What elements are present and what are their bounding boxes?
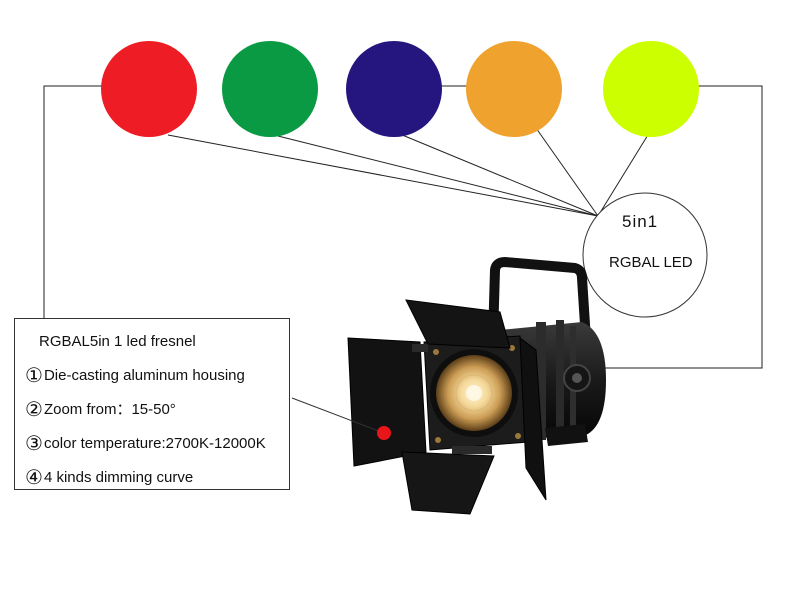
convergence-lines: [167, 127, 652, 217]
spec-item-dimming-curve: ④4 kinds dimming curve: [25, 465, 193, 490]
color-circle-lime: [603, 41, 699, 137]
spec-item-number: ②: [25, 399, 43, 421]
color-circle-amber: [466, 41, 562, 137]
left-connector-line: [43, 85, 102, 318]
spec-item-text: Die-casting aluminum housing: [43, 367, 245, 384]
spec-item-text: Zoom from：15-50°: [43, 401, 176, 418]
spec-item-number: ①: [25, 365, 43, 387]
fresnel-spotlight-image: [347, 257, 606, 515]
spec-item-text: 4 kinds dimming curve: [43, 469, 194, 486]
spec-item-number: ③: [25, 433, 43, 455]
spec-item-housing: ①Die-casting aluminum housing: [25, 363, 245, 388]
color-circle-green: [222, 41, 318, 137]
spec-item-color-temperature: ③color temperature:2700K-12000K: [25, 431, 266, 456]
spec-item-number: ④: [25, 467, 43, 489]
led-circle-label-5in1: 5in1: [622, 212, 659, 231]
spec-item-text: color temperature:2700K-12000K: [43, 435, 266, 452]
spec-box: RGBAL5in 1 led fresnel ①Die-casting alum…: [14, 318, 290, 490]
color-circles: [101, 41, 699, 137]
indicator-dot: [377, 426, 391, 440]
color-circle-blue: [346, 41, 442, 137]
led-circle: [582, 192, 708, 318]
spec-title: RGBAL5in 1 led fresnel: [39, 333, 196, 350]
color-circle-red: [101, 41, 197, 137]
indicator-pointer-line: [291, 397, 385, 434]
spec-item-zoom: ②Zoom from：15-50°: [25, 397, 176, 422]
right-connector-line: [600, 85, 763, 369]
led-circle-label-rgbal: RGBAL LED: [609, 254, 693, 271]
